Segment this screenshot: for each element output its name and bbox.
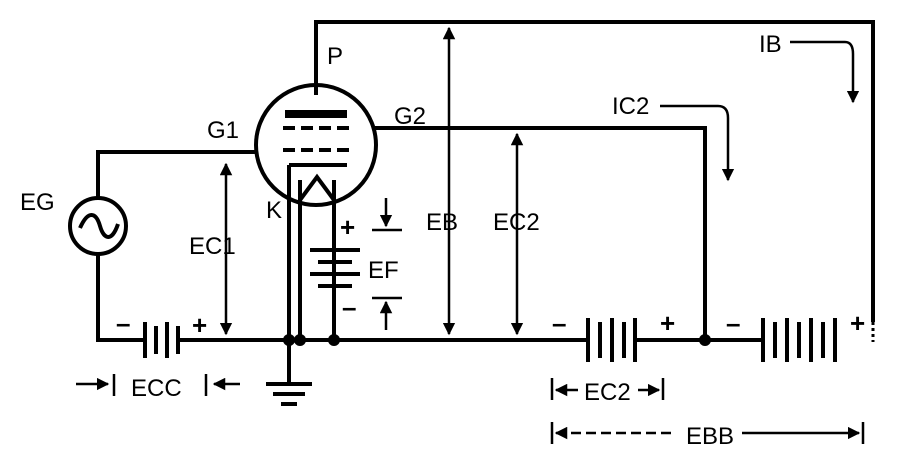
measurement-arrows [76,26,865,444]
circuit-wires [96,20,875,382]
plate-electrode [285,110,347,118]
junction-heater-left [294,334,306,346]
vacuum-tube [254,83,378,207]
signal-generator-circle [68,196,128,256]
control-grid-wire [96,150,258,198]
label-cathode: K [266,197,282,224]
ecc-plus-sign: + [192,310,207,340]
label-ecc: ECC [131,375,182,402]
junction-dots [283,334,711,346]
ec2-battery [586,318,637,362]
heater-filament [298,173,336,202]
ic2-current-arrow [660,104,735,182]
polarity-signs: – + + – – + – + [116,212,865,340]
plate-wire [314,20,875,322]
ec2-bottom-ticks [550,378,665,400]
label-ib: IB [759,31,782,58]
label-ec1: EC1 [189,233,236,260]
ebb-bottom-ticks [550,422,865,444]
screen-grid-wire [372,126,707,340]
signal-ground-wire [96,254,145,342]
label-ic2: IC2 [612,93,649,120]
label-plate: P [327,43,343,70]
ef-plus-sign: + [340,212,355,242]
diagram-labels: P G1 G2 K EG EC1 EB EC2 EF IC2 IB ECC EC… [20,31,782,450]
ef-battery [310,248,360,288]
ebb-minus-sign: – [726,308,740,338]
junction-cathode [283,334,295,346]
ef-minus-sign: – [342,292,356,322]
ecc-battery [143,322,180,358]
ground-icon [266,382,312,406]
label-grid2: G2 [394,103,426,130]
ebb-plus-sign: + [850,308,865,338]
ec2-minus-sign: – [552,308,566,338]
label-signal: EG [20,189,55,216]
tube-envelope [254,83,378,207]
ib-current-arrow [790,40,860,104]
junction-heater-right [328,334,340,346]
label-grid1: G1 [207,117,239,144]
signal-source [68,196,128,256]
ecc-minus-sign: – [116,308,130,338]
ec2-plus-sign: + [660,308,675,338]
sine-wave-icon [78,213,120,239]
label-ebb: EBB [686,423,734,450]
label-ec2-bottom: EC2 [584,379,631,406]
label-eb: EB [426,209,458,236]
label-ec2: EC2 [493,209,540,236]
label-ef: EF [368,257,399,284]
junction-screen [699,334,711,346]
ebb-battery [761,318,875,362]
